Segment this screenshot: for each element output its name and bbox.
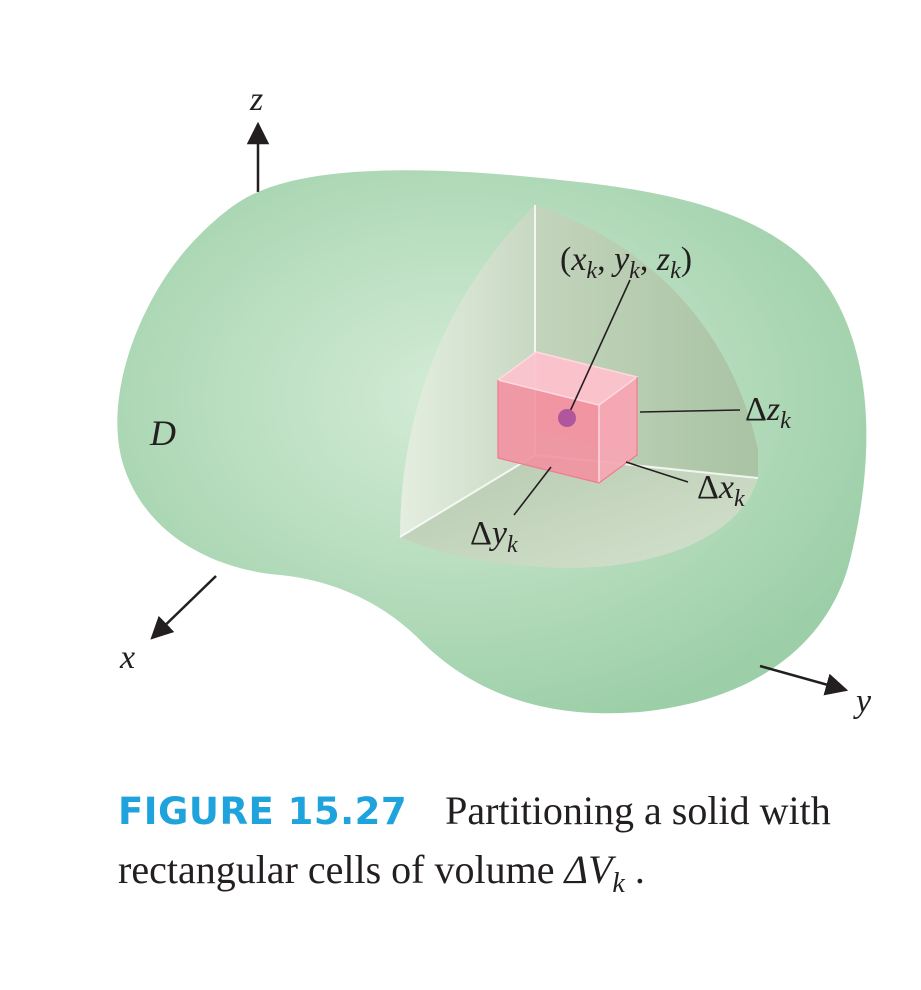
figure-number: FIGURE 15.27 xyxy=(118,790,408,833)
delta-x-var: x xyxy=(718,469,734,506)
caption-volume-symbol: ΔV xyxy=(564,847,613,892)
caption-text: Partitioning a solid with rectangular ce… xyxy=(118,788,831,892)
cutaway-edge-left xyxy=(399,454,536,538)
delta-z-leader xyxy=(639,409,741,413)
point-y-sub: k xyxy=(629,258,640,284)
delta-y-var: y xyxy=(489,515,508,552)
point-open-paren: ( xyxy=(560,241,571,278)
delta-x-symbol: Δ xyxy=(697,469,719,506)
caption-end: . xyxy=(624,847,645,892)
delta-x-label: Δxk xyxy=(697,469,745,512)
delta-z-sub: k xyxy=(780,408,791,434)
caption-volume-sub: k xyxy=(612,868,625,899)
y-axis-label: y xyxy=(853,683,872,720)
solid-region-diagram: z (xk, yk, zk) Δzk Δxk Δyk D x xyxy=(117,81,872,720)
delta-y-symbol: Δ xyxy=(470,515,492,552)
z-axis-label: z xyxy=(249,81,263,118)
point-x: x xyxy=(570,241,586,278)
delta-y-label: Δyk xyxy=(470,515,518,558)
region-label-d: D xyxy=(149,413,176,453)
point-close-paren: ) xyxy=(681,241,692,278)
caption-volume: ΔVk xyxy=(564,847,624,899)
delta-z-label: Δzk xyxy=(745,391,791,434)
delta-z-symbol: Δ xyxy=(745,391,767,428)
point-label: (xk, yk, zk) xyxy=(560,241,692,284)
delta-y-leader xyxy=(513,466,552,516)
x-axis-label: x xyxy=(119,639,135,676)
delta-y-sub: k xyxy=(507,532,518,558)
point-x-sub: k xyxy=(586,258,597,284)
rectangular-cell xyxy=(497,351,639,484)
x-axis-arrow xyxy=(150,575,217,640)
point-y: y xyxy=(611,241,630,278)
point-comma-1: , xyxy=(597,241,614,278)
delta-x-leader xyxy=(625,461,689,483)
point-leader-line xyxy=(566,279,631,419)
point-z: z xyxy=(656,241,670,278)
sample-point xyxy=(558,409,576,427)
delta-z-var: z xyxy=(766,391,780,428)
delta-x-sub: k xyxy=(734,486,745,512)
y-axis-arrow xyxy=(759,664,849,696)
point-z-sub: k xyxy=(670,258,681,284)
point-comma-2: , xyxy=(640,241,657,278)
